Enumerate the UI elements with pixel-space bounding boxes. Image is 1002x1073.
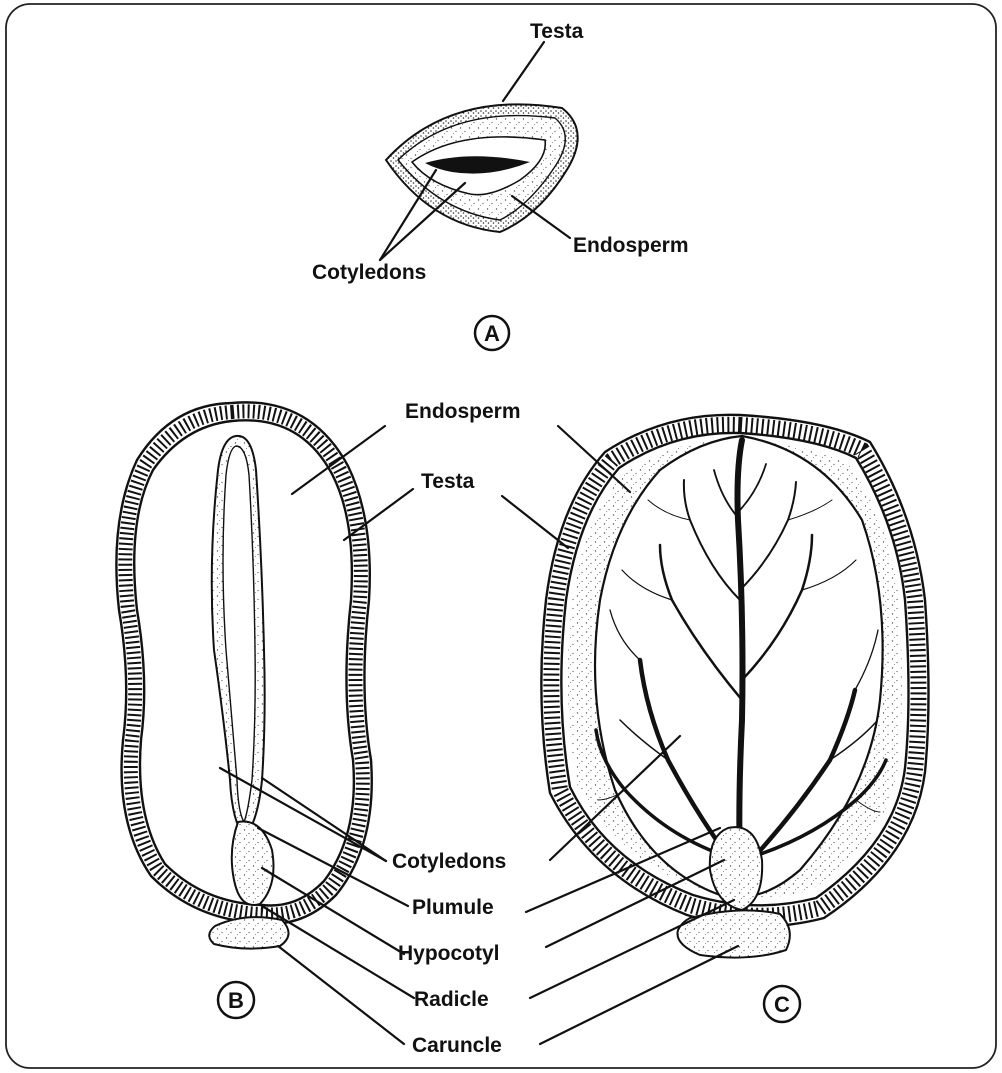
label-hypocotyl: Hypocotyl (398, 942, 500, 965)
label-endosperm-a: Endosperm (573, 234, 689, 257)
panel-c-letter: C (774, 992, 790, 1017)
panel-b-letter: B (228, 988, 244, 1013)
label-cotyledons-a: Cotyledons (312, 261, 426, 284)
panel-c-seed-cotyledon-face (541, 415, 928, 958)
label-cotyledons: Cotyledons (392, 850, 506, 873)
label-caruncle: Caruncle (412, 1034, 502, 1057)
label-plumule: Plumule (412, 896, 494, 919)
radicle-c (710, 827, 762, 910)
label-testa-a: Testa (530, 20, 584, 43)
panel-a-seed-cross-section (386, 104, 578, 232)
panel-a-letter: A (484, 321, 500, 346)
label-testa: Testa (421, 470, 475, 493)
label-radicle: Radicle (414, 988, 489, 1011)
caruncle-c (677, 910, 789, 957)
radicle-b (232, 822, 274, 905)
label-endosperm: Endosperm (405, 400, 521, 423)
caruncle-b (209, 917, 288, 948)
